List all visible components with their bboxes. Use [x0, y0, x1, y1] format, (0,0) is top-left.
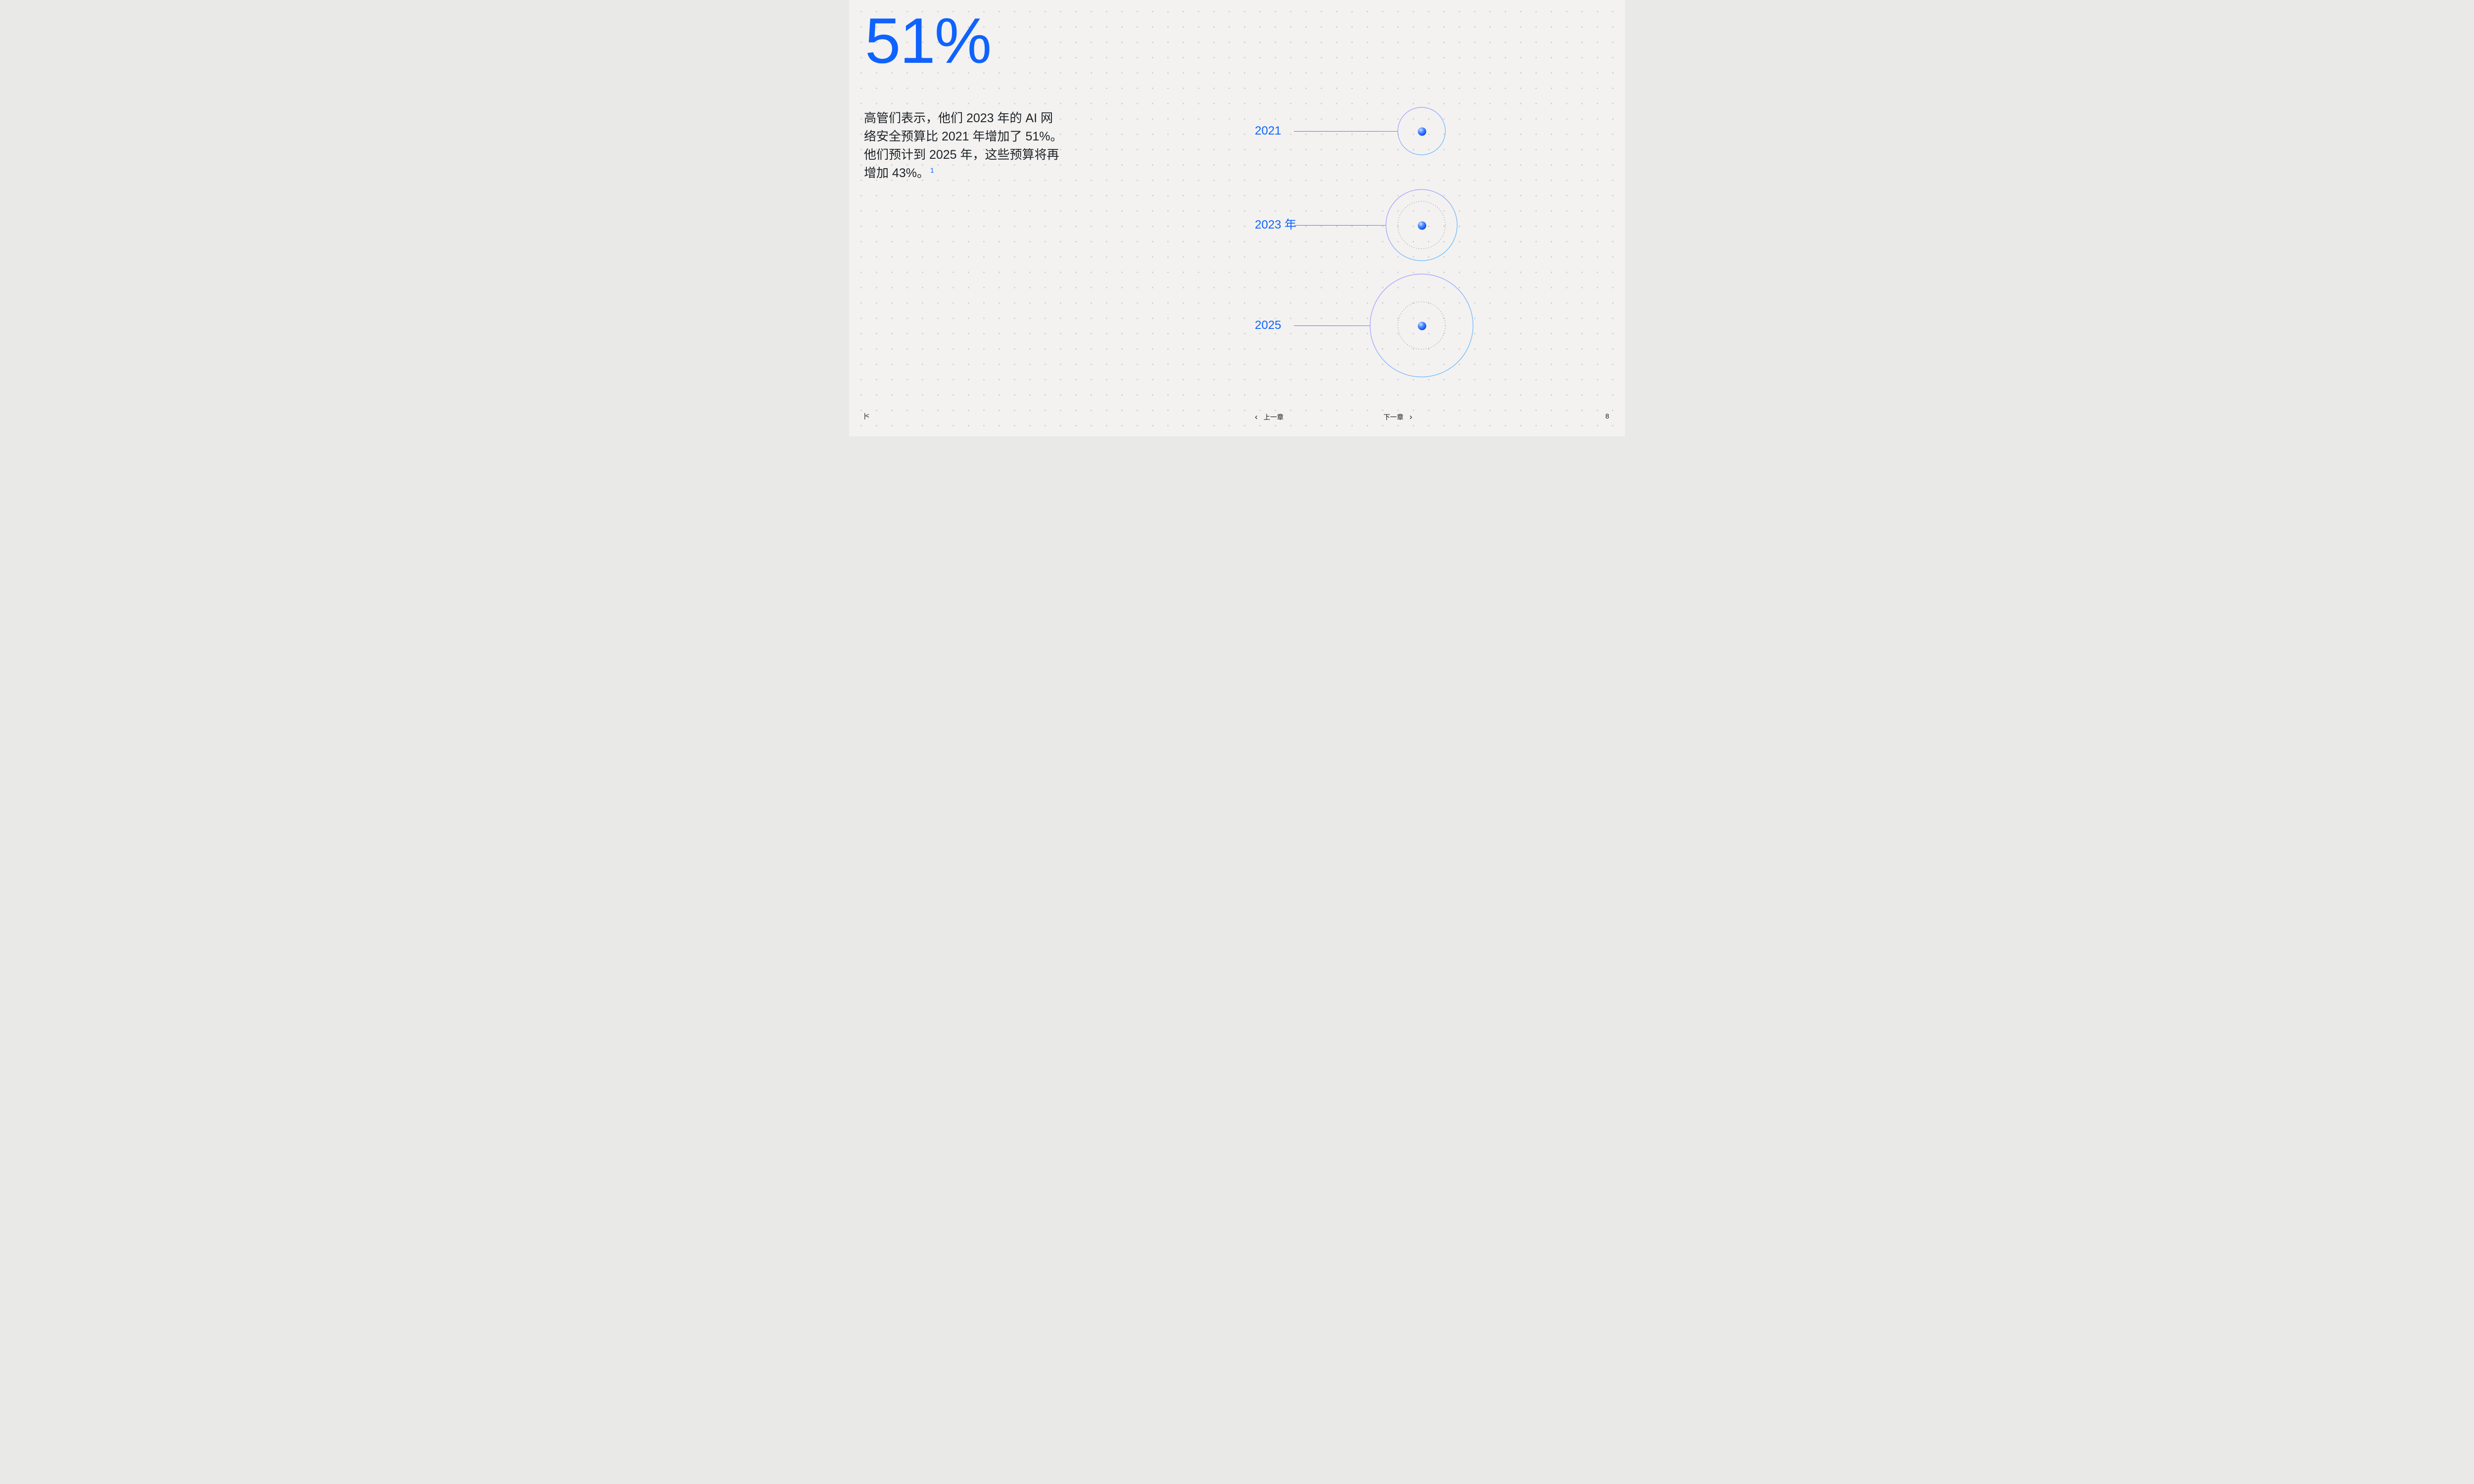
year-label: 2025 — [1255, 319, 1282, 332]
budget-circle — [1397, 107, 1446, 155]
report-slide: 51% 高管们表示，他们 2023 年的 AI 网 络安全预算比 2021 年增… — [849, 0, 1625, 436]
connector-line — [1294, 325, 1370, 326]
headline-stat: 51% — [865, 4, 992, 77]
footnote-marker[interactable]: 1 — [930, 166, 934, 174]
skip-to-start-icon[interactable]: |< — [864, 412, 869, 419]
body-line: 增加 43%。1 — [864, 166, 934, 180]
budget-circle — [1370, 274, 1474, 377]
body-paragraph: 高管们表示，他们 2023 年的 AI 网 络安全预算比 2021 年增加了 5… — [864, 109, 1063, 183]
prev-chapter-button[interactable]: ‹ 上一章 — [1255, 412, 1284, 421]
first-page-button[interactable]: |< — [864, 412, 869, 419]
data-point-sphere — [1418, 322, 1427, 330]
chevron-right-icon: › — [1409, 412, 1413, 421]
year-label: 2021 — [1255, 124, 1282, 138]
body-line: 他们预计到 2025 年，这些预算将再 — [864, 148, 1059, 162]
connector-line — [1294, 131, 1398, 132]
body-line: 高管们表示，他们 2023 年的 AI 网 — [864, 111, 1053, 125]
data-point-sphere — [1418, 127, 1427, 136]
next-chapter-label: 下一章 — [1383, 414, 1404, 421]
year-label: 2023 年 — [1255, 218, 1297, 232]
chevron-left-icon: ‹ — [1255, 412, 1258, 421]
body-line: 络安全预算比 2021 年增加了 51%。 — [864, 130, 1063, 143]
budget-bubble-chart: 2021 2023 年 2025 — [849, 0, 1625, 436]
next-chapter-button[interactable]: 下一章 › — [1383, 412, 1412, 421]
data-point-sphere — [1418, 221, 1427, 230]
page-number: 8 — [1605, 413, 1609, 420]
prev-chapter-label: 上一章 — [1263, 414, 1284, 421]
budget-circle — [1385, 189, 1458, 261]
connector-line — [1294, 225, 1386, 226]
